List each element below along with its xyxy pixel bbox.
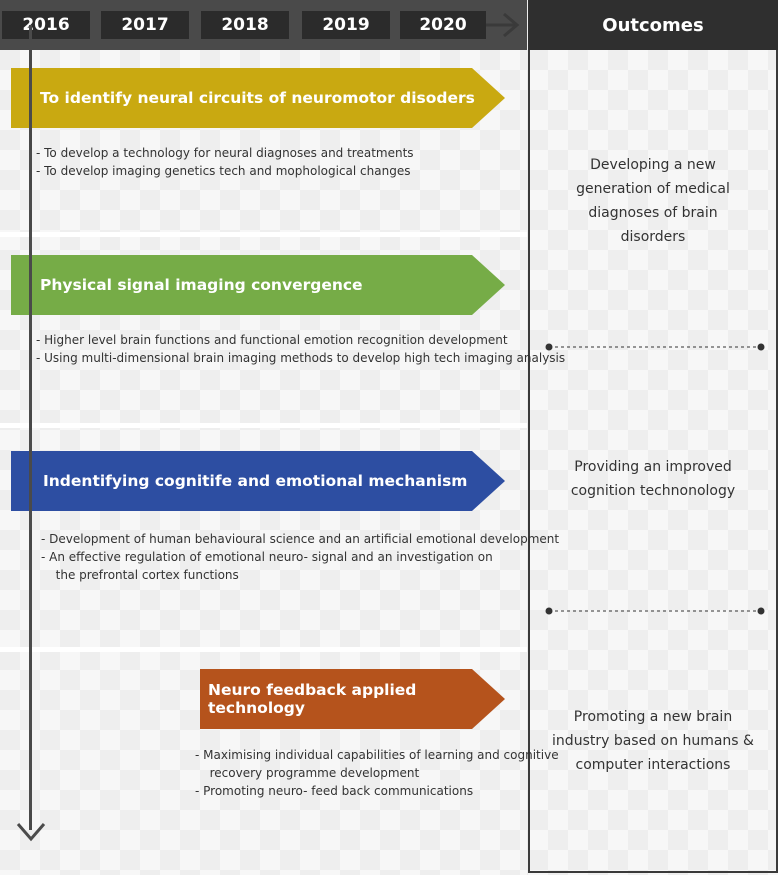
outcomes-background — [528, 50, 778, 875]
banner-neuro-feedback: Neuro feedback applied technology — [200, 669, 505, 729]
year-2016: 2016 — [2, 11, 90, 39]
bullet-item: the prefrontal cortex functions — [48, 568, 239, 582]
outcome-line: generation of medical — [576, 181, 730, 197]
year-2018: 2018 — [201, 11, 289, 39]
bullet-item: - Using multi-dimensional brain imaging … — [36, 351, 566, 365]
timeline-arrow-right-icon — [486, 12, 520, 38]
timeline-arrow-down-icon — [16, 823, 46, 842]
outcome-line: Promoting a new brain — [573, 709, 733, 725]
bullet-item: - Maximising individual capabilities of … — [195, 748, 559, 762]
row-separator — [0, 647, 527, 652]
bullet-item: - To develop imaging genetics tech and m… — [36, 164, 411, 178]
bullet-item: - An effective regulation of emotional n… — [41, 550, 493, 564]
year-2019: 2019 — [302, 11, 390, 39]
bullets-signal-imaging: - Higher level brain functions and funct… — [36, 331, 565, 367]
outcome-line: Providing an improved — [574, 459, 732, 475]
outcome-line: disorders — [620, 229, 686, 245]
bullets-cognitive-mechanism: - Development of human behavioural scien… — [41, 530, 559, 584]
banner-signal-imaging: Physical signal imaging convergence — [11, 255, 505, 315]
bullet-item: - Promoting neuro- feed back communicati… — [195, 784, 474, 798]
bullet-item: - Higher level brain functions and funct… — [36, 333, 508, 347]
row-separator — [0, 232, 527, 237]
outcome-line: computer interactions — [575, 757, 731, 773]
outcome-medical-diagnoses: Developing a new generation of medical d… — [528, 153, 778, 249]
outcome-line: diagnoses of brain — [588, 205, 718, 221]
outcome-line: cognition technonology — [570, 483, 736, 499]
bullets-neuro-feedback: - Maximising individual capabilities of … — [195, 746, 559, 800]
outcome-divider — [545, 343, 765, 351]
outcome-cognition: Providing an improved cognition technono… — [528, 455, 778, 503]
outcome-brain-industry: Promoting a new brain industry based on … — [528, 705, 778, 777]
timeline-line — [29, 25, 32, 830]
outcome-line: Developing a new — [590, 157, 716, 173]
bullet-item: - To develop a technology for neural dia… — [36, 146, 414, 160]
outcome-line: industry based on humans & — [552, 733, 754, 749]
year-2017: 2017 — [101, 11, 189, 39]
year-2020: 2020 — [400, 11, 486, 39]
banner-neural-circuits: To identify neural circuits of neuromoto… — [11, 68, 505, 128]
outcomes-panel — [528, 50, 778, 873]
outcome-divider — [545, 607, 765, 615]
bullets-neural-circuits: - To develop a technology for neural dia… — [36, 144, 414, 180]
row-separator — [0, 423, 527, 428]
bullet-item: - Development of human behavioural scien… — [41, 532, 560, 546]
bullet-item: recovery programme development — [202, 766, 420, 780]
banner-cognitive-mechanism: Indentifying cognitife and emotional mec… — [11, 451, 505, 511]
outcomes-header: Outcomes — [528, 0, 778, 50]
